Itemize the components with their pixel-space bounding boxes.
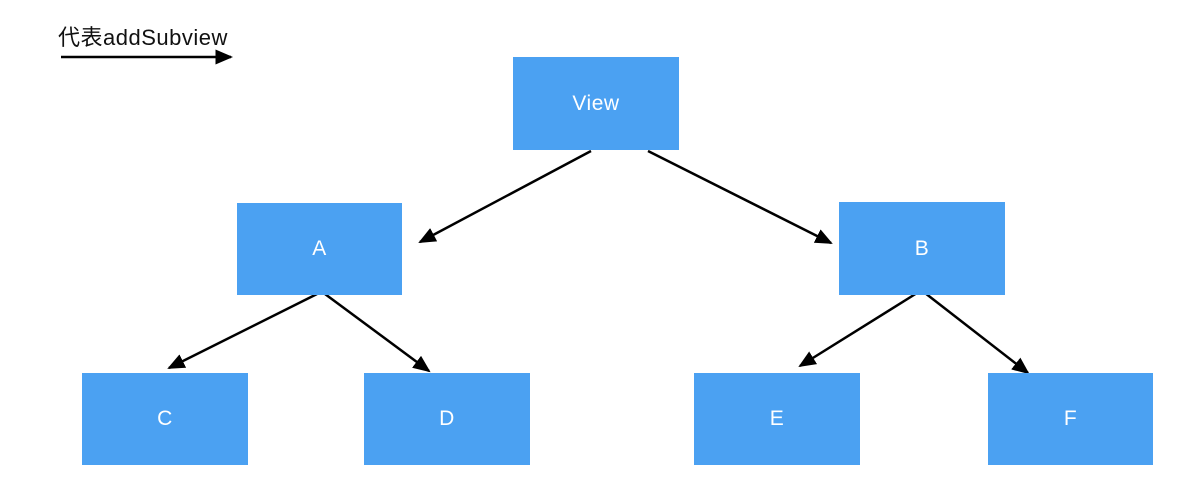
node-f[interactable]: F: [988, 373, 1153, 465]
node-label: View: [572, 91, 620, 115]
node-e[interactable]: E: [694, 373, 860, 465]
node-c[interactable]: C: [82, 373, 248, 465]
legend: 代表addSubview: [58, 20, 228, 52]
edge-a-to-c: [167, 292, 318, 370]
edge-b-to-e: [798, 291, 918, 368]
edge-view-to-b: [647, 149, 833, 245]
edge-b-to-f: [924, 292, 1030, 375]
node-label: C: [157, 407, 173, 430]
node-view[interactable]: View: [513, 57, 679, 150]
node-a[interactable]: A: [237, 203, 402, 295]
edge-a-to-d: [324, 292, 431, 373]
edge-view-to-a: [418, 149, 592, 244]
node-b[interactable]: B: [839, 202, 1005, 295]
node-label: B: [914, 236, 930, 260]
node-d[interactable]: D: [364, 373, 530, 465]
node-label: E: [769, 407, 785, 430]
node-label: A: [312, 237, 327, 260]
legend-label: 代表addSubview: [58, 25, 228, 50]
node-label: D: [439, 407, 455, 430]
node-label: F: [1063, 407, 1078, 430]
